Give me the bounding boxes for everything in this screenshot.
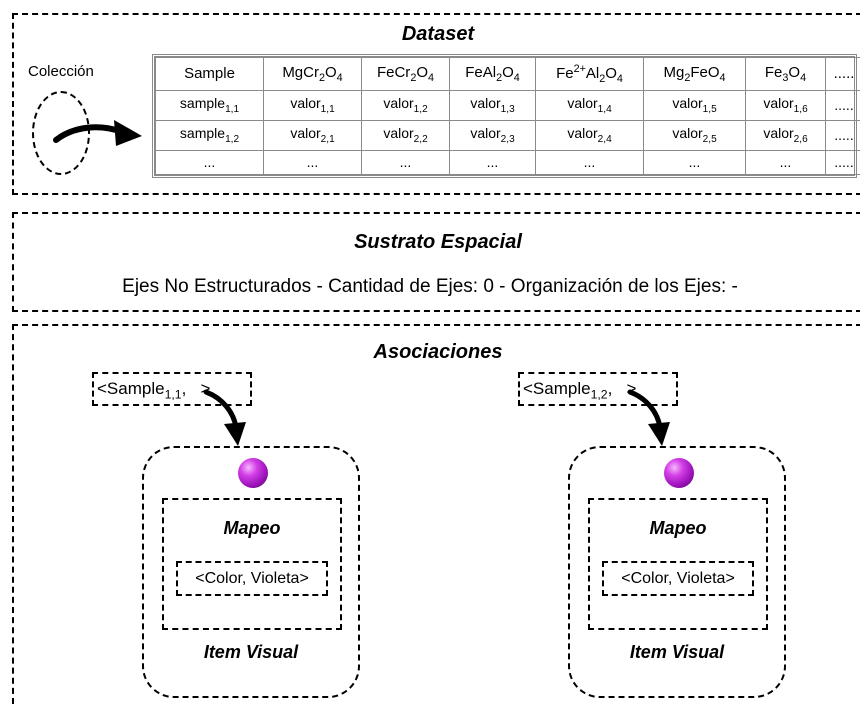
sustrato-description: Ejes No Estructurados - Cantidad de Ejes… [0, 276, 860, 298]
table-cell: valor2,4 [536, 120, 644, 150]
header-cell-mgcr2o4: MgCr2O4 [264, 58, 362, 91]
table-cell: ..... [826, 150, 860, 174]
header-cell-sample: Sample [156, 58, 264, 91]
table-row: sample1,2 valor2,1 valor2,2 valor2,3 val… [156, 120, 860, 150]
table-cell: ... [264, 150, 362, 174]
item-visual-title: Item Visual [142, 642, 360, 663]
header-cell-more: ..... [826, 58, 860, 91]
table-cell: valor2,3 [450, 120, 536, 150]
table-cell: ... [536, 150, 644, 174]
table-cell: valor1,3 [450, 90, 536, 120]
asociaciones-title: Asociaciones [14, 341, 860, 364]
table-cell: valor1,2 [362, 90, 450, 120]
table-row: sample1,1 valor1,1 valor1,2 valor1,3 val… [156, 90, 860, 120]
collection-label: Colección [28, 63, 94, 80]
table-cell: ... [362, 150, 450, 174]
table-cell: valor2,1 [264, 120, 362, 150]
table-cell: ... [450, 150, 536, 174]
header-cell-fecr2o4: FeCr2O4 [362, 58, 450, 91]
table-cell: valor1,5 [644, 90, 746, 120]
table-cell: valor1,6 [746, 90, 826, 120]
table-cell: ..... [826, 90, 860, 120]
table-cell: sample1,1 [156, 90, 264, 120]
table-cell: valor2,5 [644, 120, 746, 150]
purple-sphere-icon [664, 458, 694, 488]
header-cell-feal2o4: FeAl2O4 [450, 58, 536, 91]
curved-arrow-icon [200, 388, 250, 450]
collection-arrow-icon [52, 112, 144, 152]
table-header-row: Sample MgCr2O4 FeCr2O4 FeAl2O4 Fe2+Al2O4… [156, 58, 860, 91]
table-cell: ... [156, 150, 264, 174]
table-cell: sample1,2 [156, 120, 264, 150]
curved-arrow-icon [624, 388, 674, 450]
mapeo-title: Mapeo [164, 518, 340, 539]
table-row: ... ... ... ... ... ... ... ..... [156, 150, 860, 174]
sustrato-title: Sustrato Espacial [14, 231, 860, 254]
header-cell-fe3o4: Fe3O4 [746, 58, 826, 91]
header-cell-fe2al2o4: Fe2+Al2O4 [536, 58, 644, 91]
dataset-title: Dataset [14, 23, 860, 46]
mapeo-title: Mapeo [590, 518, 766, 539]
header-cell-mg2feo4: Mg2FeO4 [644, 58, 746, 91]
table-cell: ... [644, 150, 746, 174]
item-visual-title: Item Visual [568, 642, 786, 663]
table-cell: valor1,1 [264, 90, 362, 120]
purple-sphere-icon [238, 458, 268, 488]
dataset-table: Sample MgCr2O4 FeCr2O4 FeAl2O4 Fe2+Al2O4… [152, 54, 857, 178]
table-cell: valor1,4 [536, 90, 644, 120]
table-cell: ... [746, 150, 826, 174]
table-cell: ..... [826, 120, 860, 150]
color-mapping-tuple: <Color, Violeta> [602, 561, 754, 596]
table-cell: valor2,2 [362, 120, 450, 150]
color-mapping-tuple: <Color, Violeta> [176, 561, 328, 596]
table-cell: valor2,6 [746, 120, 826, 150]
